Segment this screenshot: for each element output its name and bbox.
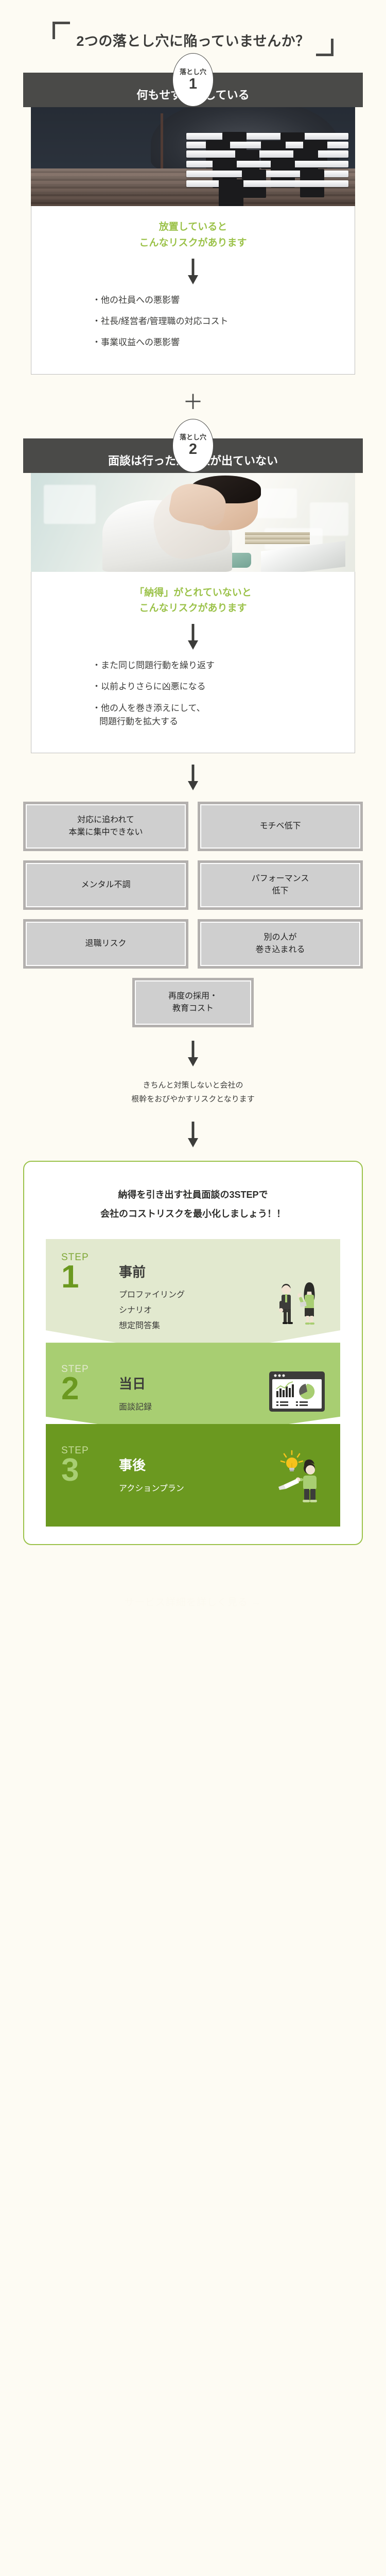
- bullet-main: ・事業収益への悪影響: [92, 337, 180, 348]
- risk-title-line-2: こんなリスクがあります: [139, 237, 247, 248]
- bracket-top-left-icon: [52, 22, 71, 39]
- step-3-marker: STEP 3: [61, 1445, 119, 1488]
- step-heading: 事前: [119, 1264, 146, 1280]
- chair-frame-shape: [161, 113, 163, 169]
- step-2-content: 当日 面談記録: [119, 1364, 325, 1415]
- risk-title-line-2: こんなリスクがあります: [139, 603, 247, 614]
- list-item: ・以前よりさらに凶悪になる: [92, 680, 355, 693]
- risk-box: 対応に追われて 本業に集中できない: [23, 802, 188, 852]
- step-number: 2: [61, 1371, 79, 1407]
- risk-title-line-1: 放置していると: [159, 222, 227, 232]
- section-1-risk-title: 放置していると こんなリスクがあります: [31, 219, 355, 251]
- arrow-down-icon: [188, 258, 198, 284]
- page-title: 2つの落とし穴に陥っていませんか？: [76, 33, 310, 49]
- step-panel-2: STEP 2 当日 面談記録: [46, 1343, 340, 1438]
- step-list: STEP 1 事前 プロファイリング シナリオ 想定問答集: [46, 1239, 340, 1527]
- step-item: アクションプラン: [119, 1484, 184, 1493]
- solution-title-line-1: 納得を引き出す社員面談の3STEPで: [118, 1189, 268, 1200]
- risk-consequence-grid: 対応に追われて 本業に集中できない モチベ低下 メンタル不調 パフォーマンス 低…: [23, 802, 363, 969]
- list-item: ・事業収益への悪影響: [92, 336, 355, 349]
- badge-number: 1: [188, 75, 198, 92]
- step-1-content: 事前 プロファイリング シナリオ 想定問答集: [119, 1252, 325, 1333]
- bullet-main: ・社長/経営者/管理職の対応コスト: [92, 316, 229, 326]
- step-word: STEP: [61, 1364, 89, 1375]
- two-people-meeting-icon: [279, 1282, 315, 1325]
- pitfall-section-2: 落とし穴 2 面談は行ったが効果が出ていない 「納得」がとれていないと こんなリ…: [23, 418, 363, 754]
- solution-card: 納得を引き出す社員面談の3STEPで 会社のコストリスクを最小化しましょう！！ …: [23, 1160, 363, 1545]
- step-item: 想定問答集: [119, 1321, 161, 1330]
- step-number: 1: [61, 1259, 79, 1295]
- bullet-main: ・他の社員への悪影響: [92, 295, 180, 305]
- step-heading: 当日: [119, 1376, 146, 1392]
- closing-line-2: 根幹をおびやかすリスクとなります: [131, 1094, 255, 1104]
- step-item: 面談記録: [119, 1402, 152, 1412]
- step-panel-3: STEP 3 事後 アクションプラン: [46, 1424, 340, 1527]
- step-1-marker: STEP 1: [61, 1251, 119, 1295]
- solution-title: 納得を引き出す社員面談の3STEPで 会社のコストリスクを最小化しましょう！！: [24, 1185, 362, 1224]
- arrow-to-solution: [0, 1106, 386, 1161]
- closing-line-1: きちんと対策しないと会社の: [143, 1081, 243, 1090]
- step-item: プロファイリング: [119, 1291, 185, 1300]
- step-number: 3: [61, 1452, 79, 1488]
- list-item: ・また同じ問題行動を繰り返す: [92, 659, 355, 672]
- bullet-main: ・以前よりさらに凶悪になる: [92, 682, 206, 692]
- section-1-body: 放置していると こんなリスクがあります ・他の社員への悪影響 ・社長/経営者/管…: [31, 206, 355, 375]
- list-item: ・社長/経営者/管理職の対応コスト: [92, 315, 355, 328]
- section-2-bullet-list: ・また同じ問題行動を繰り返す ・以前よりさらに凶悪になる ・他の人を巻き添えにし…: [31, 656, 355, 728]
- step-heading: 事後: [119, 1458, 146, 1473]
- step-word: STEP: [61, 1251, 89, 1263]
- section-1-photo: [31, 107, 355, 206]
- dashboard-window-icon: [269, 1371, 325, 1412]
- arrow-down-1: [31, 251, 355, 291]
- risk-box: パフォーマンス 低下: [198, 860, 363, 910]
- risk-title-line-1: 「納得」がとれていないと: [134, 587, 252, 598]
- pitfall-badge-1: 落とし穴 1: [172, 53, 214, 107]
- closing-note: きちんと対策しないと会社の 根幹をおびやかすリスクとなります: [0, 1077, 386, 1106]
- step-panel-1: STEP 1 事前 プロファイリング シナリオ 想定問答集: [46, 1239, 340, 1357]
- section-2-risk-title: 「納得」がとれていないと こんなリスクがあります: [31, 585, 355, 617]
- arrow-down-2: [31, 617, 355, 656]
- page-wrapper: 2つの落とし穴に陥っていませんか？ 落とし穴 1 何もせず放置している: [0, 0, 386, 1608]
- badge-number: 2: [188, 441, 198, 458]
- arrow-down-icon: [188, 1121, 198, 1147]
- section-2-body: 「納得」がとれていないと こんなリスクがあります ・また同じ問題行動を繰り返す …: [31, 571, 355, 754]
- list-item: ・他の社員への悪影響: [92, 294, 355, 307]
- arrow-to-closing: [0, 1027, 386, 1077]
- page-heading: 2つの落とし穴に陥っていませんか？: [0, 0, 386, 65]
- bracket-bottom-right-icon: [315, 39, 334, 56]
- bullet-sub: 問題行動を拡大する: [99, 717, 178, 727]
- step-2-marker: STEP 2: [61, 1364, 119, 1407]
- arrow-down-icon: [188, 1041, 198, 1067]
- risk-box-final: 再度の採用・ 教育コスト: [132, 978, 254, 1028]
- step-3-content: 事後 アクションプラン: [119, 1446, 325, 1496]
- list-item: ・他の人を巻き添えにして、 問題行動を拡大する: [92, 702, 355, 729]
- bullet-main: ・また同じ問題行動を繰り返す: [92, 660, 215, 671]
- books-shape: [244, 532, 310, 544]
- plus-divider: ＋: [183, 391, 203, 414]
- risk-box: 別の人が 巻き込まれる: [198, 919, 363, 969]
- step-word: STEP: [61, 1445, 89, 1456]
- arrow-to-risk-grid: [0, 753, 386, 802]
- badge-label: 落とし穴: [179, 433, 206, 442]
- document-stack-shape: [186, 131, 349, 206]
- step-item: シナリオ: [119, 1306, 152, 1315]
- badge-label: 落とし穴: [179, 67, 206, 76]
- solution-title-line-2: 会社のコストリスクを最小化しましょう！！: [100, 1208, 286, 1219]
- section-2-photo: [31, 472, 355, 572]
- pitfall-badge-2: 落とし穴 2: [172, 418, 214, 472]
- section-1-bullet-list: ・他の社員への悪影響 ・社長/経営者/管理職の対応コスト ・事業収益への悪影響: [31, 291, 355, 350]
- person-laptop-lightbulb-icon: [278, 1450, 317, 1503]
- bullet-main: ・他の人を巻き添えにして、: [92, 703, 205, 713]
- risk-box: モチベ低下: [198, 802, 363, 852]
- arrow-down-icon: [188, 624, 198, 650]
- pitfall-section-1: 落とし穴 1 何もせず放置している 放置していると こんなリスクがあります: [23, 53, 363, 375]
- service-detail-link[interactable]: サービス詳細を詳しく見る →: [124, 1597, 262, 1608]
- arrow-down-icon: [188, 765, 198, 791]
- risk-box: 退職リスク: [23, 919, 188, 969]
- heading-bracket-frame: 2つの落とし穴に陥っていませんか？: [52, 22, 334, 56]
- risk-box: メンタル不調: [23, 860, 188, 910]
